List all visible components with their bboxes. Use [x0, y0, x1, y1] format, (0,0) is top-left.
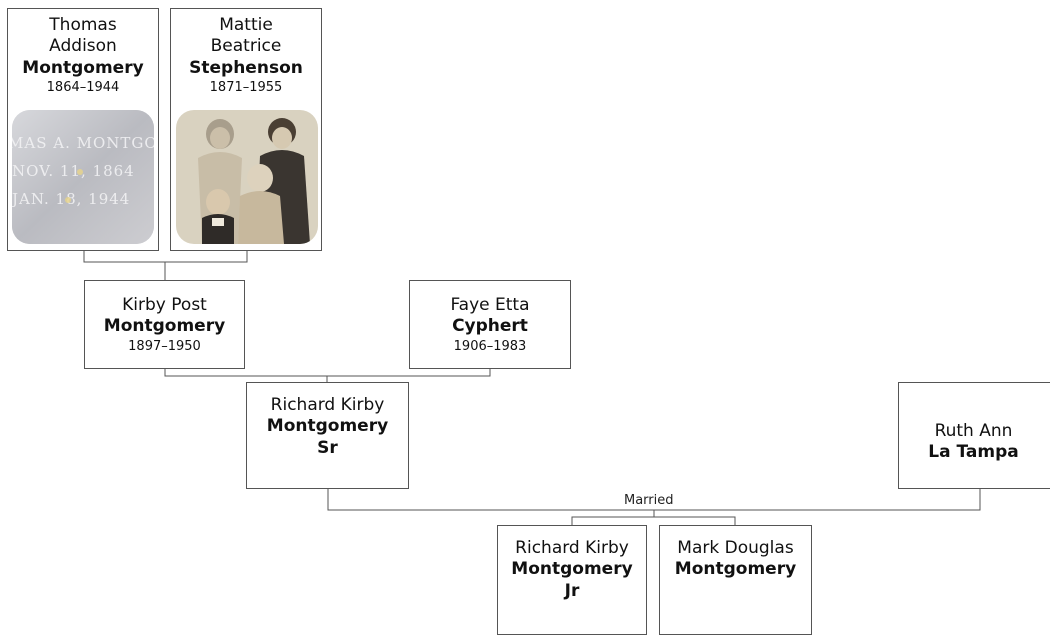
- life-dates: 1906–1983: [453, 338, 527, 354]
- surname-suffix: Sr: [317, 437, 338, 458]
- given-name: Addison: [49, 36, 117, 57]
- person-card-thomas[interactable]: Thomas Addison Montgomery 1864–1944 MAS …: [7, 8, 159, 251]
- connector-kirby-faye: [164, 369, 491, 377]
- surname: Montgomery: [103, 316, 226, 337]
- life-dates: 1897–1950: [128, 338, 201, 354]
- life-dates: 1864–1944: [46, 79, 120, 95]
- family-photo: [176, 110, 318, 244]
- surname: Montgomery: [266, 416, 389, 437]
- given-name: Faye Etta: [450, 295, 530, 315]
- headstone-text: NOV. 11, 1864: [12, 162, 135, 180]
- given-name: Richard Kirby: [515, 538, 629, 558]
- surname: La Tampa: [928, 442, 1019, 463]
- headstone-text: MAS A. MONTGO: [12, 134, 154, 152]
- given-name: Mattie: [219, 15, 273, 35]
- surname: Cyphert: [452, 316, 528, 337]
- given-name: Mark Douglas: [677, 538, 794, 558]
- surname-suffix: Jr: [564, 580, 580, 601]
- headstone-photo: MAS A. MONTGO NOV. 11, 1864 JAN. 18, 194…: [12, 110, 154, 244]
- given-name: Richard Kirby: [270, 395, 385, 415]
- person-card-mattie[interactable]: Mattie Beatrice Stephenson 1871–1955: [170, 8, 322, 251]
- headstone-text: JAN. 18, 1944: [12, 190, 130, 208]
- connector-children-bar: [571, 516, 736, 525]
- given-name: Ruth Ann: [934, 421, 1013, 441]
- given-name: Kirby Post: [122, 295, 207, 315]
- surname: Stephenson: [189, 57, 303, 78]
- person-card-mark[interactable]: Mark Douglas Montgomery: [659, 525, 812, 635]
- person-card-richard-jr[interactable]: Richard Kirby Montgomery Jr: [497, 525, 647, 635]
- person-card-faye[interactable]: Faye Etta Cyphert 1906–1983: [409, 280, 571, 369]
- surname: Montgomery: [511, 559, 633, 580]
- person-card-kirby[interactable]: Kirby Post Montgomery 1897–1950: [84, 280, 245, 369]
- given-name: Thomas: [49, 15, 117, 35]
- person-card-ruth[interactable]: Ruth Ann La Tampa: [898, 382, 1050, 489]
- connector-thomas-mattie: [83, 250, 248, 263]
- surname: Montgomery: [674, 559, 797, 580]
- surname: Montgomery: [22, 57, 144, 78]
- married-label: Married: [624, 493, 674, 508]
- life-dates: 1871–1955: [209, 79, 283, 95]
- given-name: Beatrice: [210, 36, 282, 57]
- person-card-richard-sr[interactable]: Richard Kirby Montgomery Sr: [246, 382, 409, 489]
